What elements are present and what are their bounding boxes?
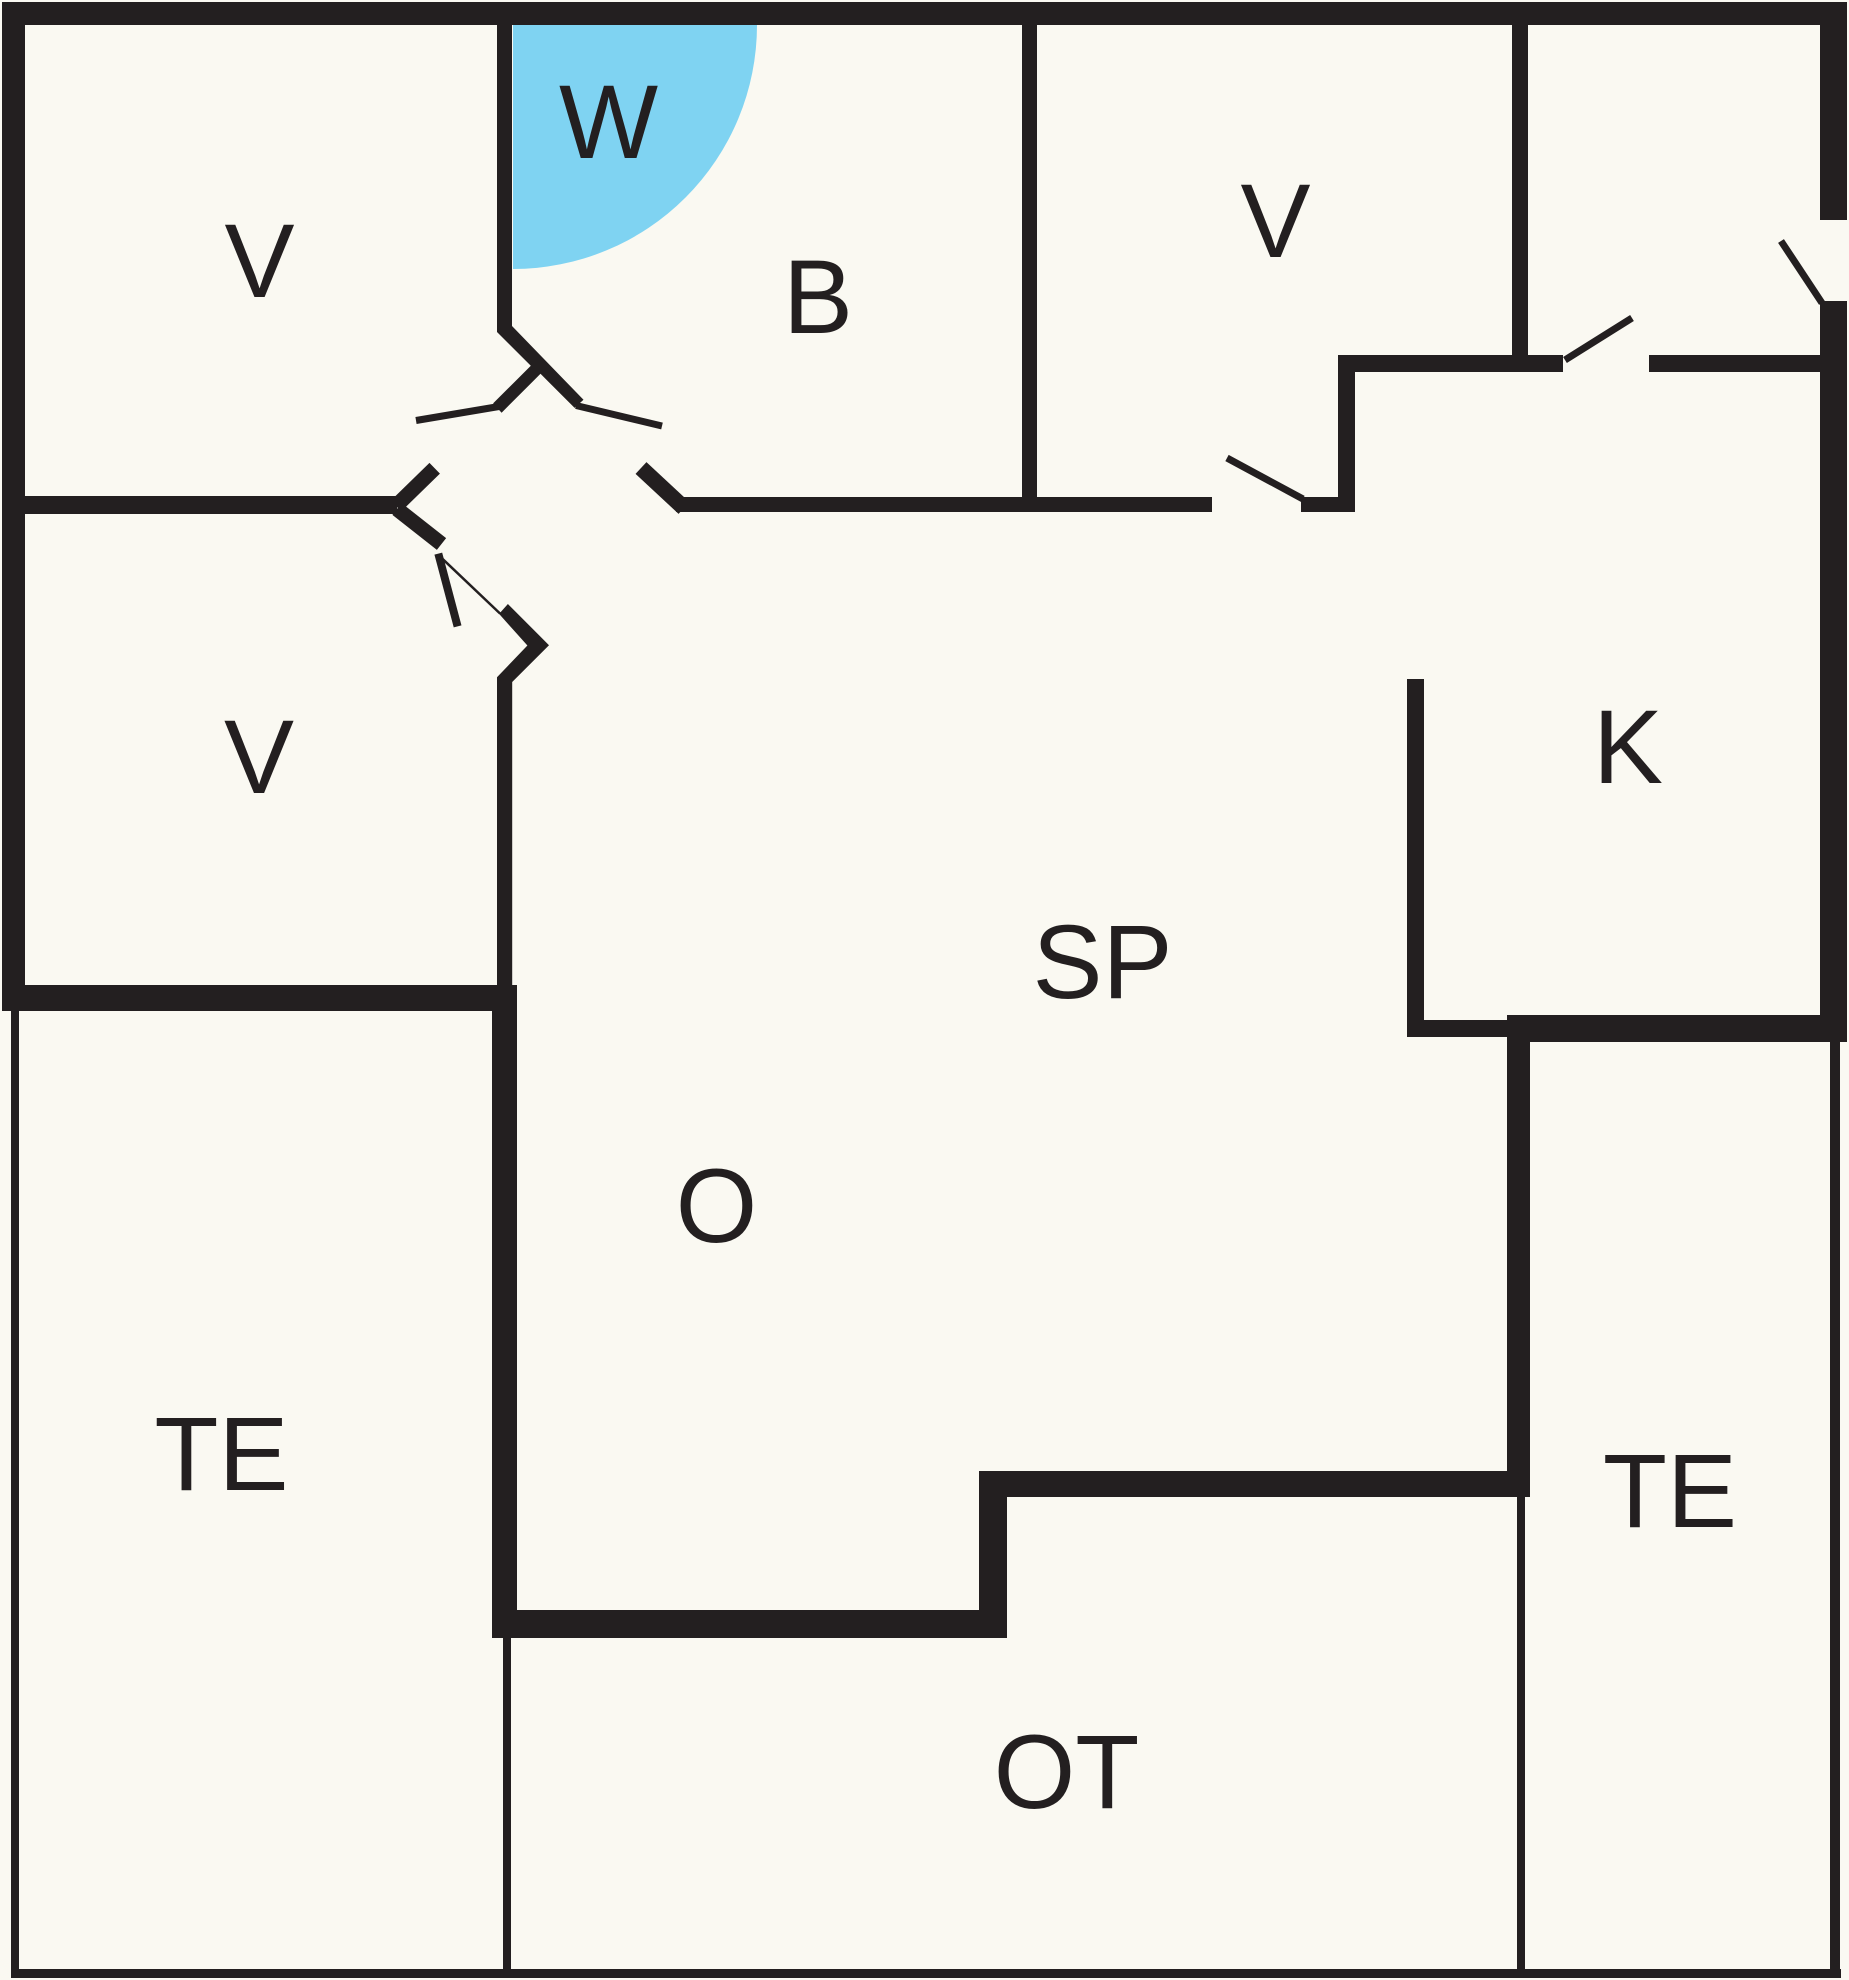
svg-text:B: B [783, 239, 853, 356]
svg-text:K: K [1593, 689, 1663, 806]
svg-text:V: V [1240, 163, 1310, 280]
svg-text:W: W [559, 64, 658, 181]
svg-text:TE: TE [154, 1396, 288, 1513]
svg-text:O: O [676, 1148, 758, 1265]
svg-text:V: V [224, 203, 294, 320]
svg-text:V: V [224, 699, 294, 816]
svg-text:SP: SP [1032, 904, 1172, 1021]
svg-text:TE: TE [1603, 1433, 1737, 1550]
svg-text:OT: OT [994, 1714, 1140, 1831]
